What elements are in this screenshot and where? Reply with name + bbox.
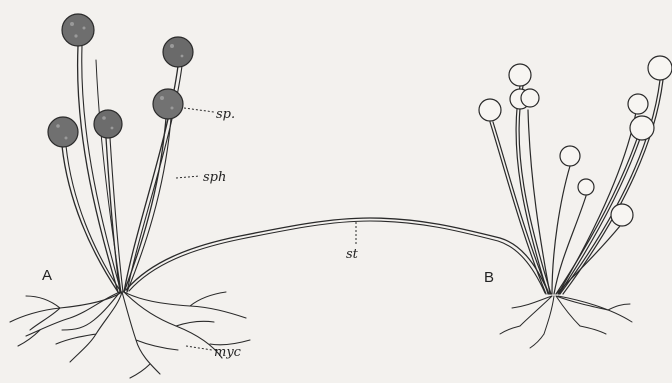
sporangium-b9 xyxy=(628,94,648,114)
sporangium-a4 xyxy=(94,110,122,138)
sporangium-b1 xyxy=(509,64,531,86)
sporangium-b10 xyxy=(630,116,654,140)
sporangium-b6 xyxy=(578,179,594,195)
sporangia-b xyxy=(479,56,672,226)
sporangium-b5 xyxy=(560,146,580,166)
sporangium-a3 xyxy=(153,89,183,119)
sporangium-b8 xyxy=(648,56,672,80)
mycelium-a xyxy=(10,292,250,378)
leader-lines xyxy=(176,108,356,350)
sporangium-b4 xyxy=(479,99,501,121)
plant-a xyxy=(10,14,250,378)
sporangia-a xyxy=(48,14,193,147)
sporangium-a1 xyxy=(62,14,94,46)
label-myc: myc xyxy=(214,345,242,360)
plant-b xyxy=(479,56,672,348)
sporangium-b3 xyxy=(521,89,539,107)
leader-sph xyxy=(176,176,200,178)
label-sp: sp. xyxy=(216,107,235,122)
label-st: st xyxy=(346,247,359,262)
label-sph: sph xyxy=(203,170,226,185)
leader-sp xyxy=(184,108,214,112)
leader-myc xyxy=(186,346,212,350)
sporangium-a5 xyxy=(48,117,78,147)
sporangiophores-a xyxy=(62,46,182,292)
label-b: B xyxy=(484,269,494,286)
mycelium-b xyxy=(500,296,632,348)
sporangium-b7 xyxy=(611,204,633,226)
label-a: A xyxy=(42,267,52,284)
sporangium-a2 xyxy=(163,37,193,67)
